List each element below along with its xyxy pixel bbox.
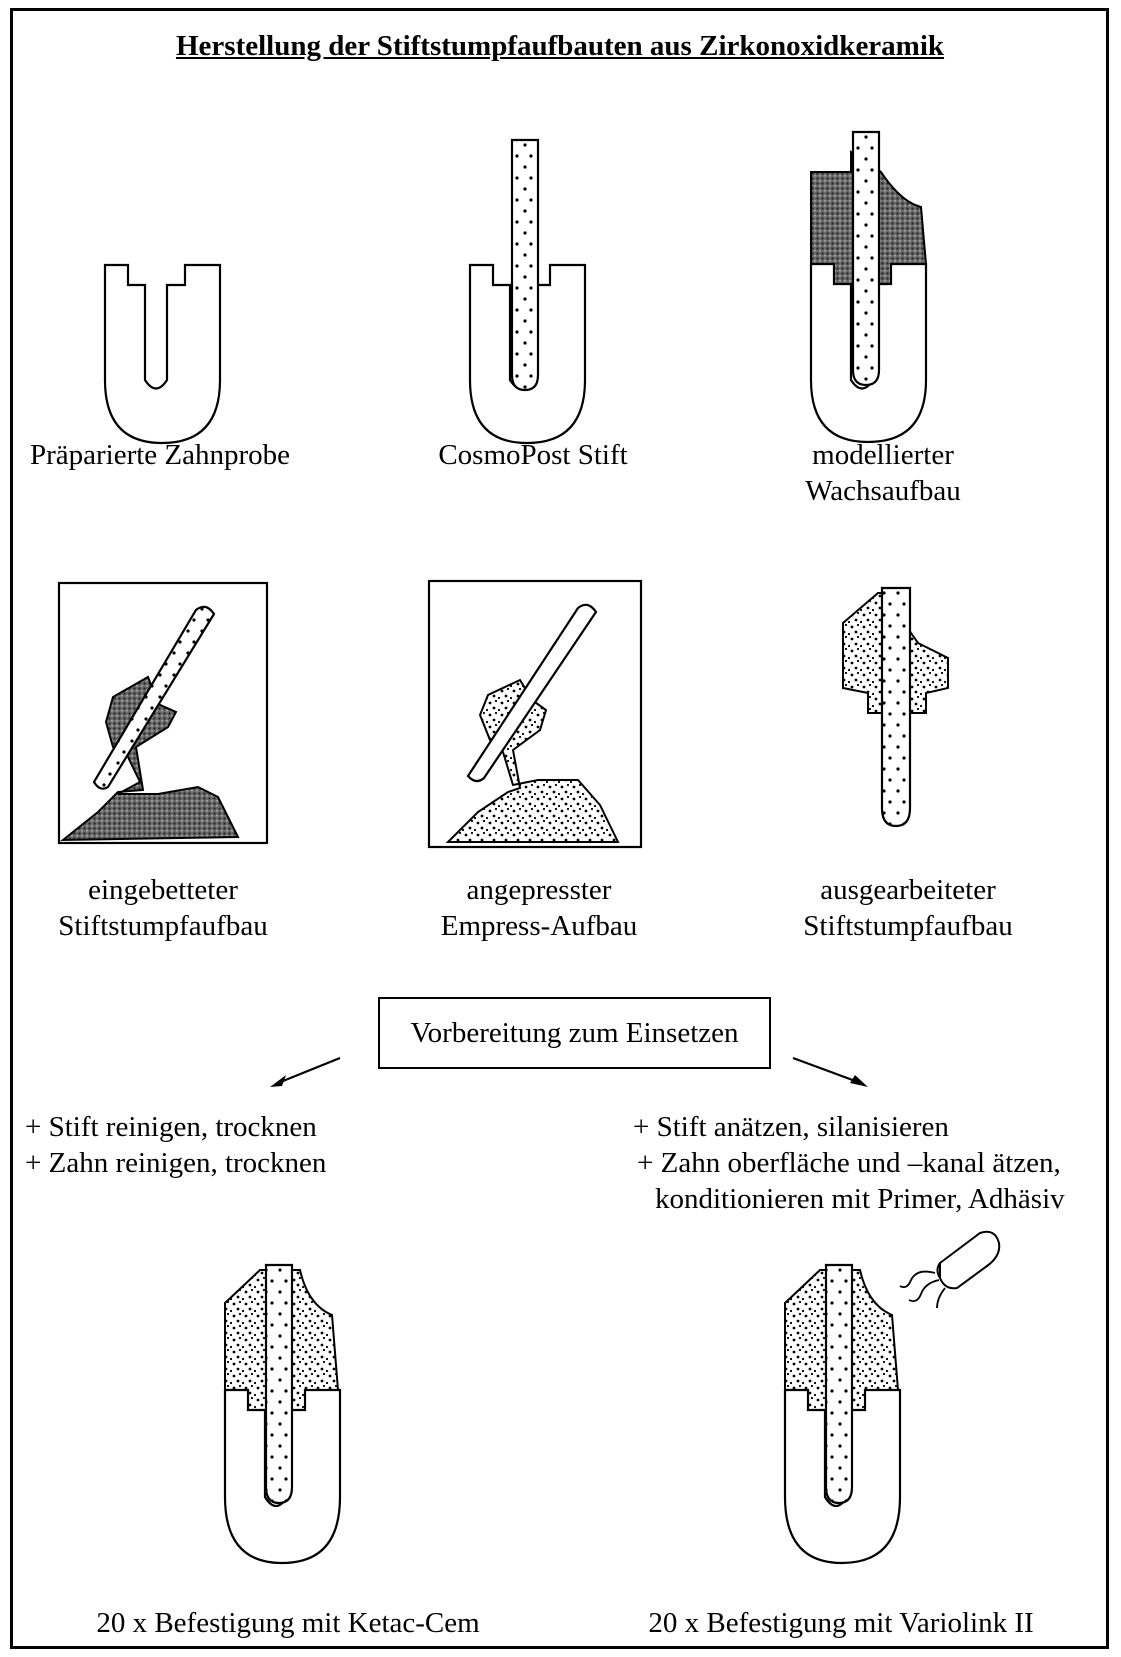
embedded-buildup-figure [58,582,268,844]
variolink-fixation-figure [780,1265,910,1565]
prepared-tooth-sample-figure [100,265,230,445]
right-step-3: konditionieren mit Primer, Adhäsiv [655,1181,1065,1217]
left-step-2: + Zahn reinigen, trocknen [25,1145,326,1181]
step-label-wax-buildup: modellierter Wachsaufbau [805,437,960,509]
cosmopost-pin-figure [465,140,595,445]
step-label-cosmopost-pin: CosmoPost Stift [438,437,627,473]
left-step-1: + Stift reinigen, trocknen [25,1109,317,1145]
preparation-box: Vorbereitung zum Einsetzen [378,997,771,1069]
right-result: 20 x Befestigung mit Variolink II [648,1605,1033,1641]
wax-buildup-figure [806,132,936,444]
right-arrow [790,1055,870,1090]
right-step-2: + Zahn oberfläche und –kanal ätzen, [637,1145,1061,1181]
pressed-empress-figure [428,580,642,848]
left-result: 20 x Befestigung mit Ketac-Cem [96,1605,479,1641]
step-label-prepared-tooth: Präparierte Zahnprobe [30,437,290,473]
right-step-1: + Stift anätzen, silanisieren [633,1109,949,1145]
ketac-cem-fixation-figure [220,1265,350,1565]
step-label-finished: ausgearbeiteter Stiftstumpfaufbau [803,872,1012,944]
left-arrow [270,1055,345,1090]
preparation-box-text: Vorbereitung zum Einsetzen [410,1017,738,1050]
adhesive-bottle-icon [895,1228,1005,1313]
step-label-embedded: eingebetteter Stiftstumpfaufbau [58,872,267,944]
finished-buildup-figure [838,588,958,828]
step-label-pressed-empress: angepresster Empress-Aufbau [441,872,638,944]
figure-title: Herstellung der Stiftstumpfaufbauten aus… [176,30,944,63]
